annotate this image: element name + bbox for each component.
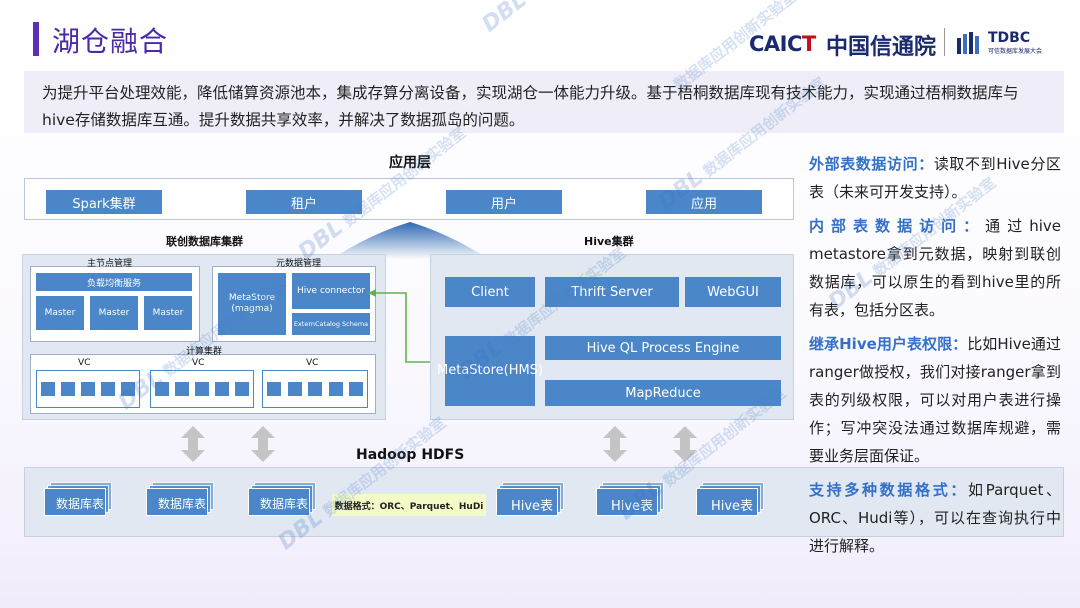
vc-slot [61, 382, 75, 396]
master-mgmt-label: 主节点管理 [87, 259, 133, 269]
tdbc-logo-subtitle: 可信数据库发展大会 [988, 48, 1043, 55]
lianchuang-cluster-title: 联创数据库集群 [166, 235, 243, 248]
hive-ql-engine-box: Hive QL Process Engine [545, 336, 781, 360]
meta-mgmt-label: 元数据管理 [276, 259, 322, 269]
hive-table-label: Hive表 [710, 499, 754, 514]
vc-slot [349, 382, 363, 396]
app-item-tenant: 租户 [246, 190, 362, 214]
vc-slot [81, 382, 95, 396]
vc-label-1: VC [78, 358, 91, 368]
db-table-label: 数据库表 [259, 497, 308, 511]
feature-body: 比如Hive通过ranger做授权，我们对接ranger拿到表的列级权限，可以对… [809, 335, 1061, 465]
app-layer-title: 应用层 [389, 155, 431, 171]
feature-notes: 外部表数据访问：读取不到Hive分区表（未来可开发支持）。 内部表数据访问：通过… [809, 150, 1061, 566]
feature-head: 内部表数据访问： [809, 217, 986, 235]
caict-logo-chinese: 中国信通院 [826, 35, 937, 60]
master-node-2: Master [90, 296, 138, 330]
tdbc-logo-text: TDBC [988, 30, 1031, 46]
vc-slot [101, 382, 115, 396]
hive-table-doc-1: Hive表 [496, 482, 564, 518]
vc-slot [267, 382, 281, 396]
bidirectional-arrow-icon [181, 426, 205, 462]
vc-slot [235, 382, 249, 396]
intro-text: 为提升平台处理效能，降低储算资源池本，集成存算分离设备，实现湖仓一体能力升级。基… [42, 84, 1019, 129]
app-item-user: 用户 [446, 190, 562, 214]
extern-catalog-box: ExternCatalog Schema [292, 313, 370, 335]
vc-slot [328, 382, 343, 396]
vc-slot [287, 382, 302, 396]
vc-label-2: VC [192, 358, 205, 368]
page-title: 湖仓融合 [52, 25, 169, 58]
feature-body: 通过hive metastore拿到元数据，映射到联创数据库，可以原生的看到hi… [809, 217, 1061, 319]
feature-head: 继承Hive用户表权限： [809, 335, 968, 353]
compute-cluster-label: 计算集群 [186, 347, 223, 357]
master-node-1: Master [36, 296, 84, 330]
vc-slot [121, 382, 135, 396]
bidirectional-arrow-icon [603, 426, 627, 462]
db-table-doc-1: 数据库表 [44, 482, 112, 518]
watermark: DBL [478, 0, 532, 37]
watermark-mark: DBL [477, 0, 532, 38]
feature-note-external: 外部表数据访问：读取不到Hive分区表（未来可开发支持）。 [809, 150, 1061, 206]
caict-logo-text: CAIC [749, 32, 802, 56]
feature-note-permissions: 继承Hive用户表权限：比如Hive通过ranger做授权，我们对接ranger… [809, 330, 1061, 470]
hive-table-label: Hive表 [510, 499, 554, 514]
db-table-doc-3: 数据库表 [248, 482, 316, 518]
data-format-note: 数据格式：ORC、Parquet、HuDi [332, 494, 486, 516]
master-node-3: Master [144, 296, 192, 330]
db-table-label: 数据库表 [157, 497, 206, 511]
feature-body: 如Parquet、ORC、Hudi等），可以在查询执行中进行解释。 [809, 481, 1061, 555]
hdfs-title: Hadoop HDFS [356, 447, 465, 463]
upward-flow-arrow [330, 222, 490, 260]
bidirectional-arrow-icon [251, 426, 275, 462]
feature-note-formats: 支持多种数据格式：如Parquet、ORC、Hudi等），可以在查询执行中进行解… [809, 476, 1061, 560]
feature-head: 外部表数据访问： [809, 155, 934, 173]
hive-client-box: Client [445, 277, 535, 307]
hive-table-label: Hive表 [610, 499, 654, 514]
mapreduce-box: MapReduce [545, 380, 781, 406]
vc-slot [155, 382, 169, 396]
tdbc-logo-icon [957, 32, 979, 54]
hive-table-doc-3: Hive表 [696, 482, 764, 518]
logo-divider [944, 28, 945, 56]
feature-note-internal: 内部表数据访问：通过hive metastore拿到元数据，映射到联创数据库，可… [809, 212, 1061, 324]
vc-label-3: VC [306, 358, 319, 368]
feature-head: 支持多种数据格式： [809, 481, 969, 499]
hive-table-doc-2: Hive表 [596, 482, 664, 518]
metastore-hms-box: MetaStore(HMS) [437, 336, 543, 406]
vc-slot [195, 382, 209, 396]
title-accent-bar [33, 22, 39, 56]
storage-arrows [181, 426, 697, 462]
load-balance-box: 负载均衡服务 [36, 273, 192, 291]
hive-connector-box: Hive connector [292, 273, 370, 309]
vc-slot [175, 382, 189, 396]
webgui-box: WebGUI [685, 277, 781, 307]
caict-logo: CAICT [749, 32, 816, 56]
hive-cluster-title: Hive集群 [584, 235, 634, 248]
app-item-app: 应用 [646, 190, 762, 214]
db-table-doc-2: 数据库表 [146, 482, 214, 518]
vc-slot [41, 382, 55, 396]
intro-panel: 为提升平台处理效能，降低储算资源池本，集成存算分离设备，实现湖仓一体能力升级。基… [24, 71, 1064, 133]
vc-slot [308, 382, 322, 396]
db-table-label: 数据库表 [55, 497, 104, 511]
bidirectional-arrow-icon [673, 426, 697, 462]
vc-slot [215, 382, 229, 396]
metastore-magma-box: MetaStore (magma) [218, 273, 286, 335]
feature-body: 读取不到Hive分区表（未来可开发支持）。 [809, 155, 1061, 201]
thrift-server-box: Thrift Server [545, 277, 679, 307]
caict-logo-t: T [801, 32, 816, 56]
app-item-spark: Spark集群 [46, 190, 162, 214]
